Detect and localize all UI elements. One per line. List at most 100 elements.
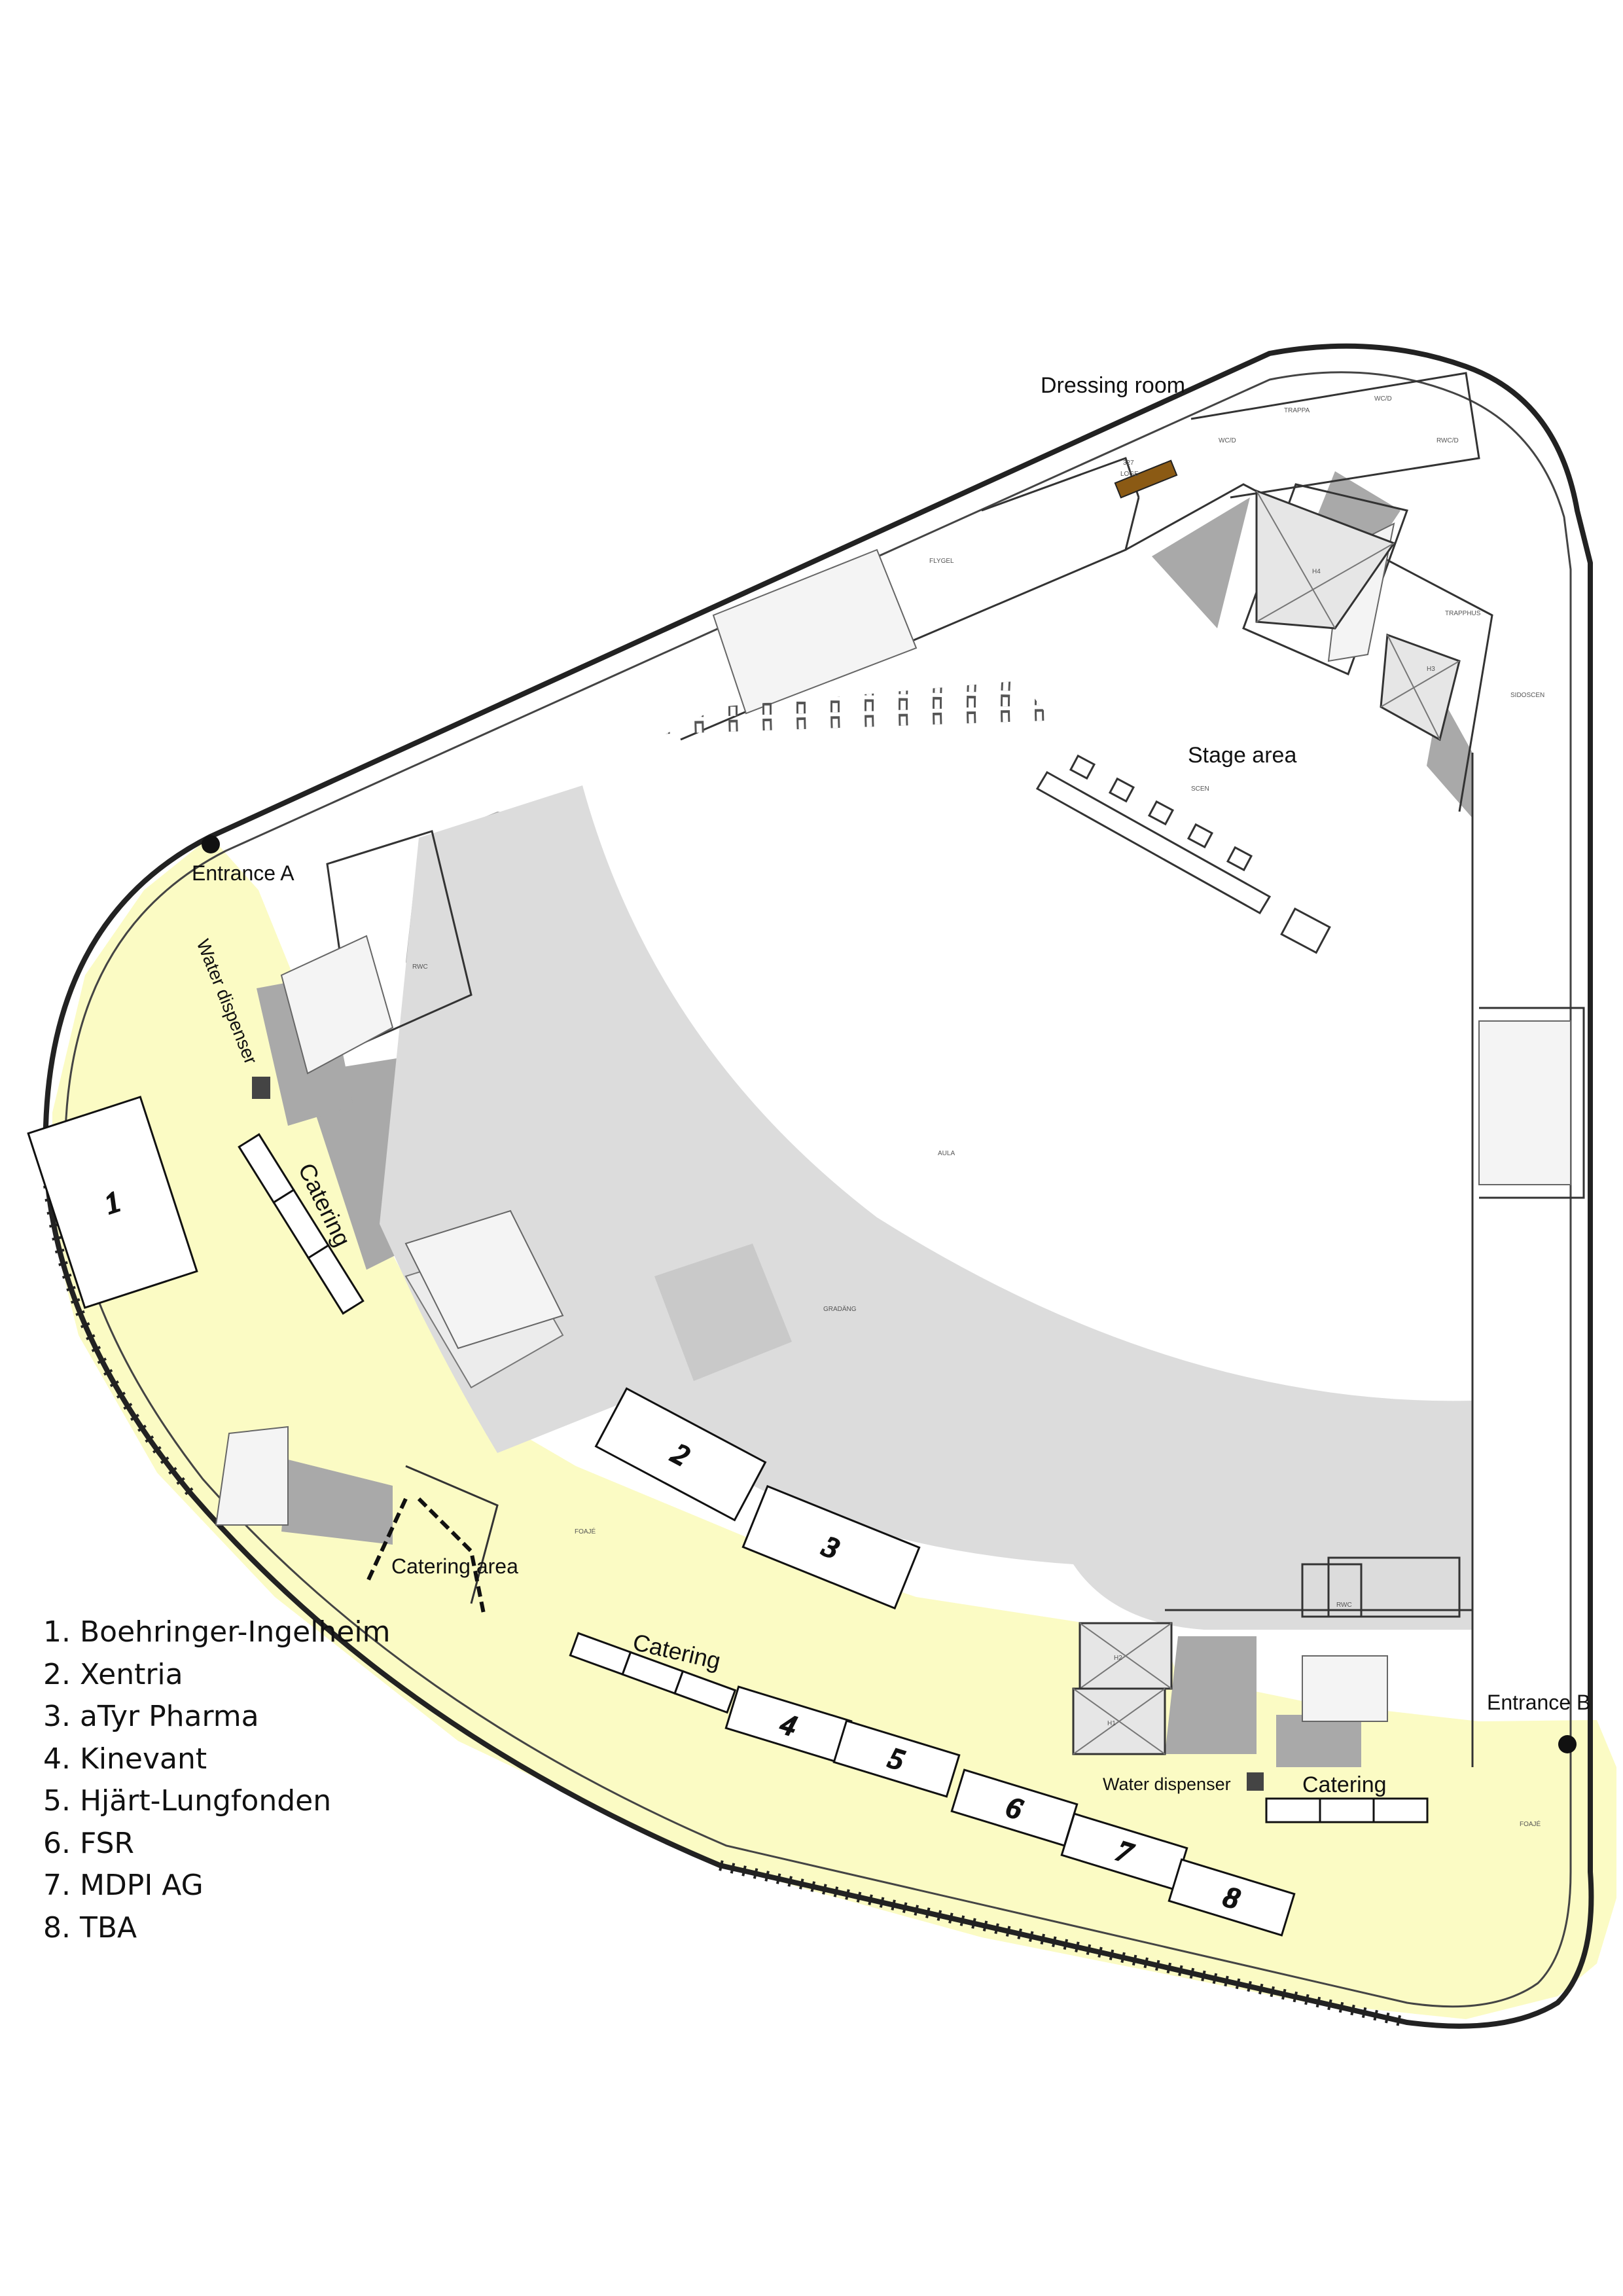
room-code-wcd: WC/D [1219,437,1236,444]
catering-counter-east [1265,1797,1429,1823]
stair [712,548,918,715]
lifts [1072,489,1461,1755]
stage-chair [1147,800,1175,826]
wall [1165,1609,1474,1767]
room-code-scen: SCEN [1191,785,1209,793]
legend-item: 2. Xentria [43,1657,183,1691]
room-code-loge: LOGE [1120,471,1139,478]
seat-row [830,681,1357,728]
catering-label-east: Catering [1302,1772,1387,1797]
booth-4[interactable]: 4 [724,1685,853,1764]
exhibitor-booths: 1 2 3 4 5 6 7 8 [27,1096,1296,1937]
lift-cross [1380,634,1460,740]
room-code-h4: H4 [1312,568,1321,575]
seat-row-highlight [935,681,1370,725]
stair [280,935,394,1075]
booth-2[interactable]: 2 [594,1387,767,1522]
catering-counter-south [569,1632,737,1714]
lift-h2 [1079,1622,1173,1690]
legend-item: 5. Hjärt-Lungfonden [43,1784,332,1818]
entrance-b-label: Entrance B [1487,1691,1590,1714]
grey-block [281,1460,393,1545]
seat-row [899,681,1366,726]
stage-podium [1280,907,1331,954]
legend-item: 8. TBA [43,1910,137,1945]
stage-area-label: Stage area [1188,743,1296,768]
booth-box [27,1096,198,1309]
room-code-rwc: RWC [1336,1602,1352,1609]
seat-row [1000,681,1380,723]
dressing-room-bench [1114,459,1178,499]
room-codes: FLYGEL TRAPPA WC/D WC/D RWC/D 327 LOGE T… [412,395,1544,1828]
room-code-wcd: WC/D [1374,395,1392,403]
entrance-b-marker [1558,1735,1577,1753]
seat-row [933,681,1371,725]
booth-8[interactable]: 8 [1168,1858,1296,1937]
stair [1302,1655,1388,1722]
grey-block [1165,1636,1257,1754]
stair [1478,1020,1571,1185]
room-code-trappa: TRAPPA [1284,407,1310,414]
booth-5[interactable]: 5 [832,1719,961,1798]
stage-furniture [1035,754,1331,954]
room-code-flygel: FLYGEL [929,558,954,565]
room-code-gradang: GRADÄNG [823,1305,857,1313]
lift-h3 [1380,633,1461,742]
booth-1[interactable]: 1 [27,1096,198,1309]
room-code-h3: H3 [1427,666,1435,673]
room-code-rwc: RWC [412,963,428,971]
room-code-loge-number: 327 [1123,459,1134,467]
counter-segment [1319,1797,1375,1823]
stage-chair [1186,823,1214,849]
booth-3[interactable]: 3 [741,1484,921,1610]
catering-area-label-text: Catering area [391,1554,518,1578]
catering-area-label: Catering area [391,1554,518,1578]
lift-cross [1256,490,1395,629]
water-dispenser-label-east: Water dispenser [1103,1774,1231,1794]
legend-item: 7. MDPI AG [43,1869,204,1902]
room-code-h2: H2 [1114,1655,1122,1662]
seat-row-highlight [1002,681,1380,723]
booth-box [1168,1858,1296,1937]
interior-walls [326,372,1585,1767]
stage-chair [1226,846,1253,872]
booth-7[interactable]: 7 [1060,1812,1188,1891]
legend-item: 1. Boehringer-Ingelheim [43,1615,391,1649]
seat-row-highlight [901,681,1366,726]
catering-area-boundary [365,1497,486,1617]
seat-row [967,681,1376,724]
catering-counter-west [238,1133,365,1315]
room-code-foaje: FOAJÉ [575,1527,596,1535]
room-code-sidoscen: SIDOSCEN [1510,692,1544,699]
booth-box [832,1719,961,1798]
wall [1301,1563,1363,1618]
seat-row-highlight [866,681,1361,727]
counter-segment [307,1244,365,1315]
booth-box [594,1387,767,1522]
legend-item: 6. FSR [43,1826,135,1860]
room-code-foaje: FOAJÉ [1520,1820,1541,1828]
stair [215,1426,289,1526]
catering-counters [238,1133,1429,1823]
water-dispenser-marker [1247,1772,1264,1791]
dressing-room-label: Dressing room [1041,373,1185,398]
grey-block [1276,1715,1361,1767]
gradang-stair [654,1244,792,1381]
stair [404,1210,564,1350]
legend-item: 3. aTyr Pharma [43,1700,259,1733]
wall [1190,372,1480,499]
seat-row [865,681,1361,727]
counter-segment [1372,1797,1429,1823]
wall [1327,1556,1461,1618]
counter-segment [1265,1797,1321,1823]
room-code-trapphus: TRAPPHUS [1445,610,1481,617]
room-code-h1: H1 [1107,1720,1116,1727]
entrance-a-marker [202,835,220,853]
exhibitor-legend: 1. Boehringer-Ingelheim 2. Xentria 3. aT… [43,1611,391,1949]
counter-segment [673,1670,737,1714]
room-code-rwcd: RWC/D [1436,437,1459,444]
lift-h1 [1072,1687,1166,1755]
room-code-aula: AULA [938,1150,955,1157]
seat-row-highlight [832,681,1356,728]
